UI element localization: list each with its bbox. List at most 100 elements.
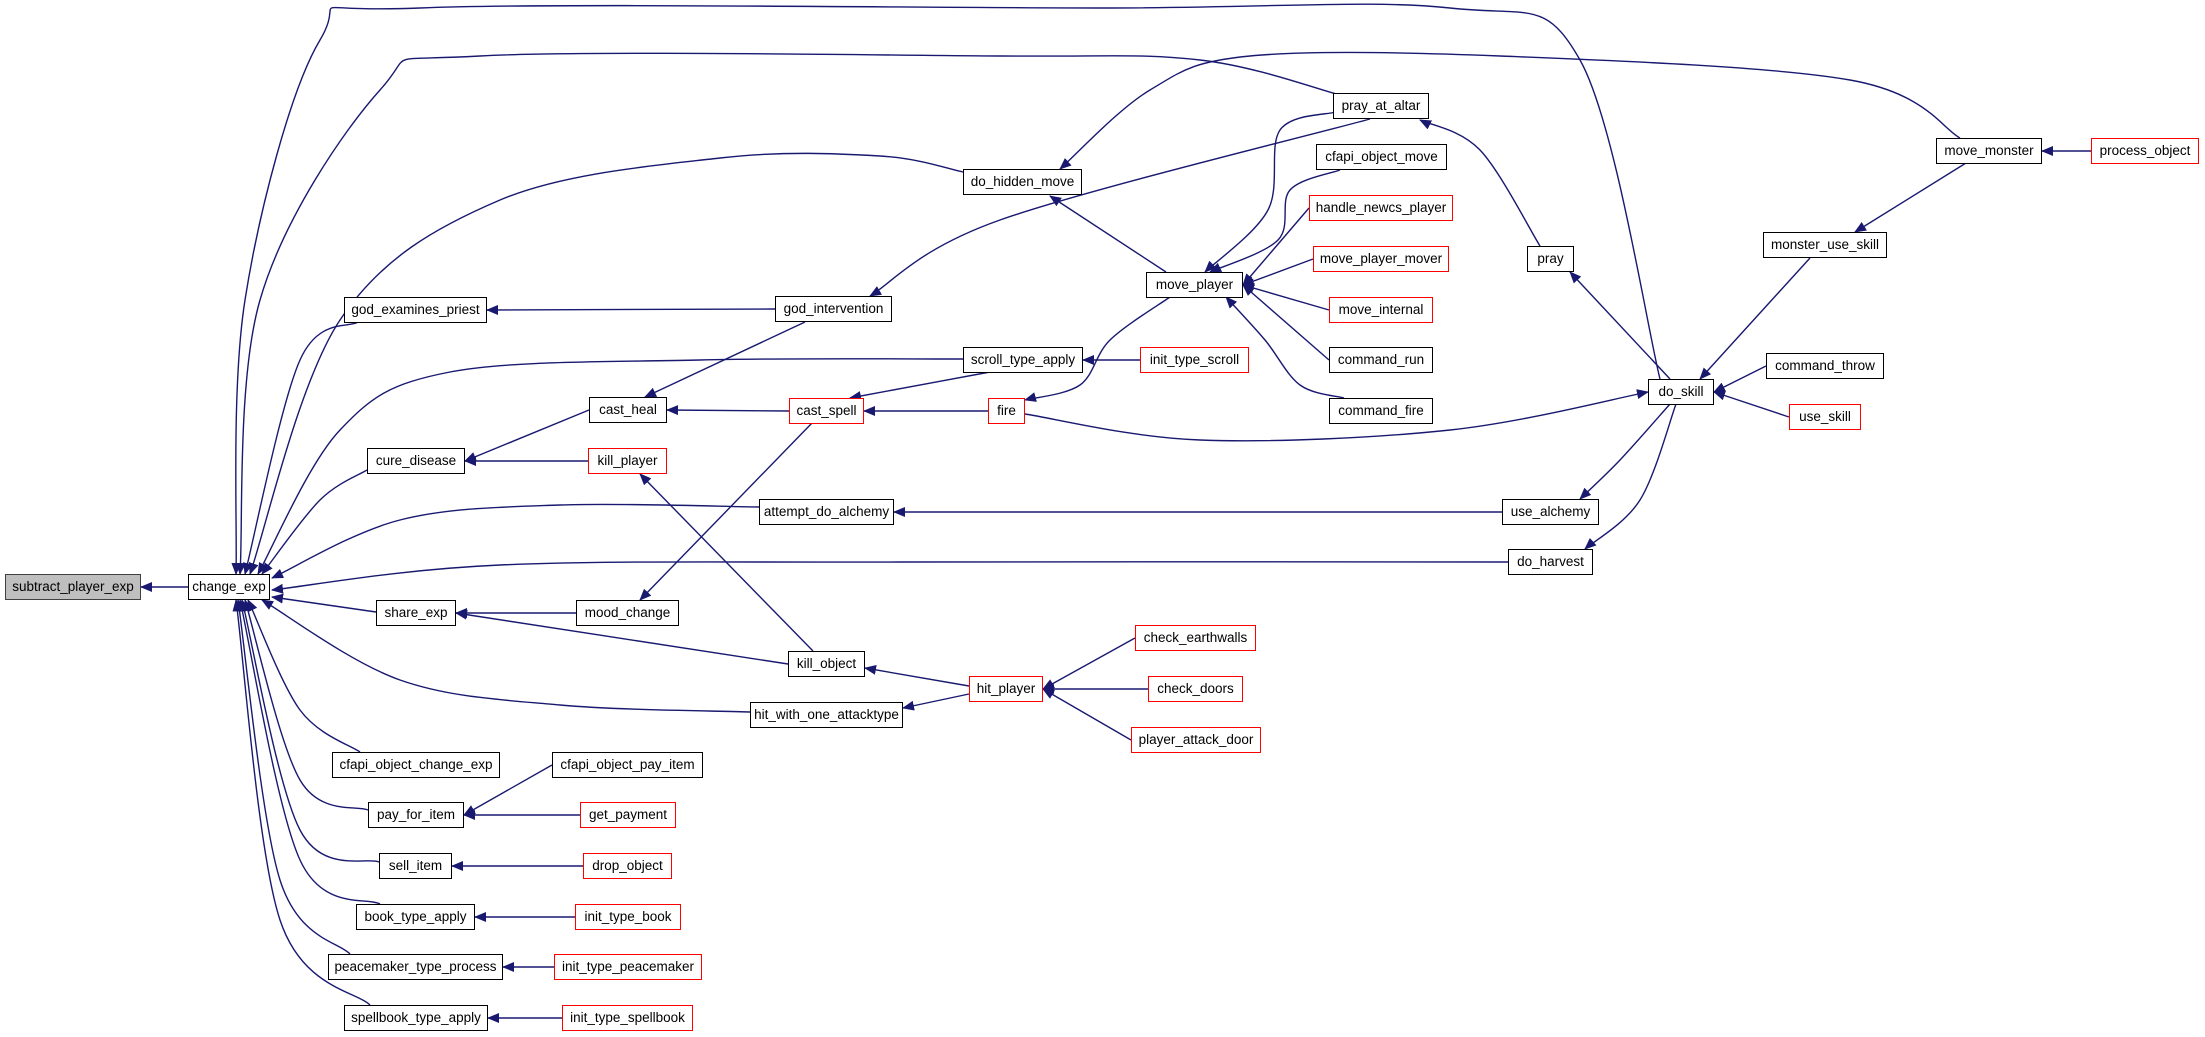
call-edge-god_examines_priest-to-change_exp xyxy=(242,321,359,575)
node-label: init_type_scroll xyxy=(1149,352,1240,367)
node-label: subtract_player_exp xyxy=(12,579,134,594)
graph-node-sell_item[interactable]: sell_item xyxy=(379,853,452,879)
call-edge-hit_player-to-hit_with_one_attacktype xyxy=(902,693,970,711)
node-label: init_type_peacemaker xyxy=(561,959,695,974)
graph-node-cfapi_object_change_exp[interactable]: cfapi_object_change_exp xyxy=(332,752,500,778)
graph-node-use_alchemy[interactable]: use_alchemy xyxy=(1502,499,1599,525)
graph-node-hit_with_one_attacktype[interactable]: hit_with_one_attacktype xyxy=(750,702,903,728)
node-label: use_skill xyxy=(1799,409,1851,424)
node-label: god_intervention xyxy=(783,301,884,316)
node-label: mood_change xyxy=(584,605,671,620)
call-edge-cfapi_object_change_exp-to-change_exp xyxy=(247,599,361,753)
graph-node-god_examines_priest[interactable]: god_examines_priest xyxy=(344,297,487,323)
call-edge-hit_player-to-kill_object xyxy=(864,664,970,687)
call-edge-command_run-to-move_player xyxy=(1242,284,1330,361)
call-edge-pray-to-pray_at_altar xyxy=(1419,119,1541,247)
call-edge-book_type_apply-to-change_exp xyxy=(237,599,381,905)
node-label: do_skill xyxy=(1658,384,1704,399)
graph-node-move_player_mover[interactable]: move_player_mover xyxy=(1313,246,1449,272)
call-edge-spellbook_type_apply-to-change_exp xyxy=(232,599,371,1006)
graph-node-player_attack_door[interactable]: player_attack_door xyxy=(1131,727,1261,753)
call-edge-share_exp-to-change_exp xyxy=(271,593,377,613)
graph-node-drop_object[interactable]: drop_object xyxy=(583,853,672,879)
graph-node-change_exp[interactable]: change_exp xyxy=(188,574,270,600)
graph-node-handle_newcs_player[interactable]: handle_newcs_player xyxy=(1309,195,1453,221)
node-label: move_player_mover xyxy=(1319,251,1443,266)
node-label: pray xyxy=(1537,251,1564,266)
node-label: init_type_book xyxy=(584,909,672,924)
graph-node-kill_player[interactable]: kill_player xyxy=(588,448,667,474)
graph-node-attempt_do_alchemy[interactable]: attempt_do_alchemy xyxy=(759,499,894,525)
graph-node-do_hidden_move[interactable]: do_hidden_move xyxy=(963,169,1082,195)
node-label: handle_newcs_player xyxy=(1315,200,1447,215)
graph-node-use_skill[interactable]: use_skill xyxy=(1789,404,1861,430)
node-label: process_object xyxy=(2099,143,2191,158)
node-label: cast_spell xyxy=(796,403,857,418)
graph-node-mood_change[interactable]: mood_change xyxy=(576,600,679,626)
graph-node-move_monster[interactable]: move_monster xyxy=(1936,138,2042,164)
graph-node-init_type_spellbook[interactable]: init_type_spellbook xyxy=(562,1005,693,1031)
call-edge-do_hidden_move-to-change_exp xyxy=(248,152,964,575)
graph-node-pay_for_item[interactable]: pay_for_item xyxy=(368,802,464,828)
graph-node-pray_at_altar[interactable]: pray_at_altar xyxy=(1333,93,1429,119)
graph-node-init_type_peacemaker[interactable]: init_type_peacemaker xyxy=(554,954,702,980)
node-label: move_player xyxy=(1155,277,1234,292)
graph-node-cast_heal[interactable]: cast_heal xyxy=(589,397,667,423)
call-edge-cast_spell-to-cast_heal xyxy=(666,405,790,416)
graph-node-command_run[interactable]: command_run xyxy=(1329,347,1433,373)
node-label: spellbook_type_apply xyxy=(351,1010,481,1025)
node-label: get_payment xyxy=(588,807,668,822)
node-label: drop_object xyxy=(592,858,663,873)
node-label: share_exp xyxy=(384,605,448,620)
graph-node-cfapi_object_move[interactable]: cfapi_object_move xyxy=(1316,144,1447,170)
graph-node-cfapi_object_pay_item[interactable]: cfapi_object_pay_item xyxy=(552,752,703,778)
graph-node-hit_player[interactable]: hit_player xyxy=(969,676,1043,702)
graph-node-init_type_book[interactable]: init_type_book xyxy=(575,904,681,930)
call-edge-cure_disease-to-change_exp xyxy=(261,469,368,575)
graph-node-cure_disease[interactable]: cure_disease xyxy=(367,448,465,474)
node-label: command_fire xyxy=(1338,403,1424,418)
graph-node-fire[interactable]: fire xyxy=(988,398,1025,424)
graph-node-command_fire[interactable]: command_fire xyxy=(1329,398,1433,424)
graph-node-command_throw[interactable]: command_throw xyxy=(1766,353,1884,379)
node-label: sell_item xyxy=(388,858,443,873)
graph-node-monster_use_skill[interactable]: monster_use_skill xyxy=(1763,232,1887,258)
node-label: attempt_do_alchemy xyxy=(763,504,890,519)
node-label: check_earthwalls xyxy=(1143,630,1248,645)
graph-node-process_object[interactable]: process_object xyxy=(2091,138,2199,164)
graph-node-share_exp[interactable]: share_exp xyxy=(376,600,456,626)
graph-node-init_type_scroll[interactable]: init_type_scroll xyxy=(1140,347,1249,373)
call-edge-scroll_type_apply-to-change_exp xyxy=(257,358,964,575)
call-edge-move_player-to-do_hidden_move xyxy=(1049,195,1167,273)
graph-node-scroll_type_apply[interactable]: scroll_type_apply xyxy=(963,347,1083,373)
node-label: cure_disease xyxy=(375,453,457,468)
graph-node-move_internal[interactable]: move_internal xyxy=(1329,297,1433,323)
graph-node-god_intervention[interactable]: god_intervention xyxy=(775,296,892,322)
call-edge-pray_at_altar-to-change_exp xyxy=(235,52,1341,575)
graph-node-move_player[interactable]: move_player xyxy=(1146,272,1243,298)
call-edge-move_internal-to-move_player xyxy=(1242,283,1330,311)
graph-node-kill_object[interactable]: kill_object xyxy=(788,651,865,677)
graph-node-cast_spell[interactable]: cast_spell xyxy=(789,398,864,424)
graph-node-do_skill[interactable]: do_skill xyxy=(1648,379,1714,405)
node-label: pray_at_altar xyxy=(1341,98,1421,113)
node-label: cfapi_object_change_exp xyxy=(339,757,493,772)
graph-node-check_earthwalls[interactable]: check_earthwalls xyxy=(1135,625,1256,651)
graph-node-check_doors[interactable]: check_doors xyxy=(1148,676,1243,702)
call-edge-cfapi_object_move-to-move_player xyxy=(1209,169,1341,273)
call-edge-do_skill-to-do_harvest xyxy=(1584,403,1677,550)
call-edge-attempt_do_alchemy-to-change_exp xyxy=(271,503,760,579)
graph-node-peacemaker_type_process[interactable]: peacemaker_type_process xyxy=(328,954,503,980)
node-label: scroll_type_apply xyxy=(970,352,1076,367)
call-edge-sell_item-to-change_exp xyxy=(239,599,380,863)
node-label: player_attack_door xyxy=(1138,732,1254,747)
graph-node-get_payment[interactable]: get_payment xyxy=(580,802,676,828)
call-edge-hit_with_one_attacktype-to-change_exp xyxy=(261,599,751,713)
node-label: command_run xyxy=(1337,352,1425,367)
graph-node-spellbook_type_apply[interactable]: spellbook_type_apply xyxy=(344,1005,488,1031)
graph-node-pray[interactable]: pray xyxy=(1527,246,1574,272)
graph-node-subtract_player_exp: subtract_player_exp xyxy=(5,574,141,600)
graph-node-do_harvest[interactable]: do_harvest xyxy=(1508,549,1593,575)
graph-node-book_type_apply[interactable]: book_type_apply xyxy=(356,904,475,930)
node-label: command_throw xyxy=(1775,358,1875,373)
